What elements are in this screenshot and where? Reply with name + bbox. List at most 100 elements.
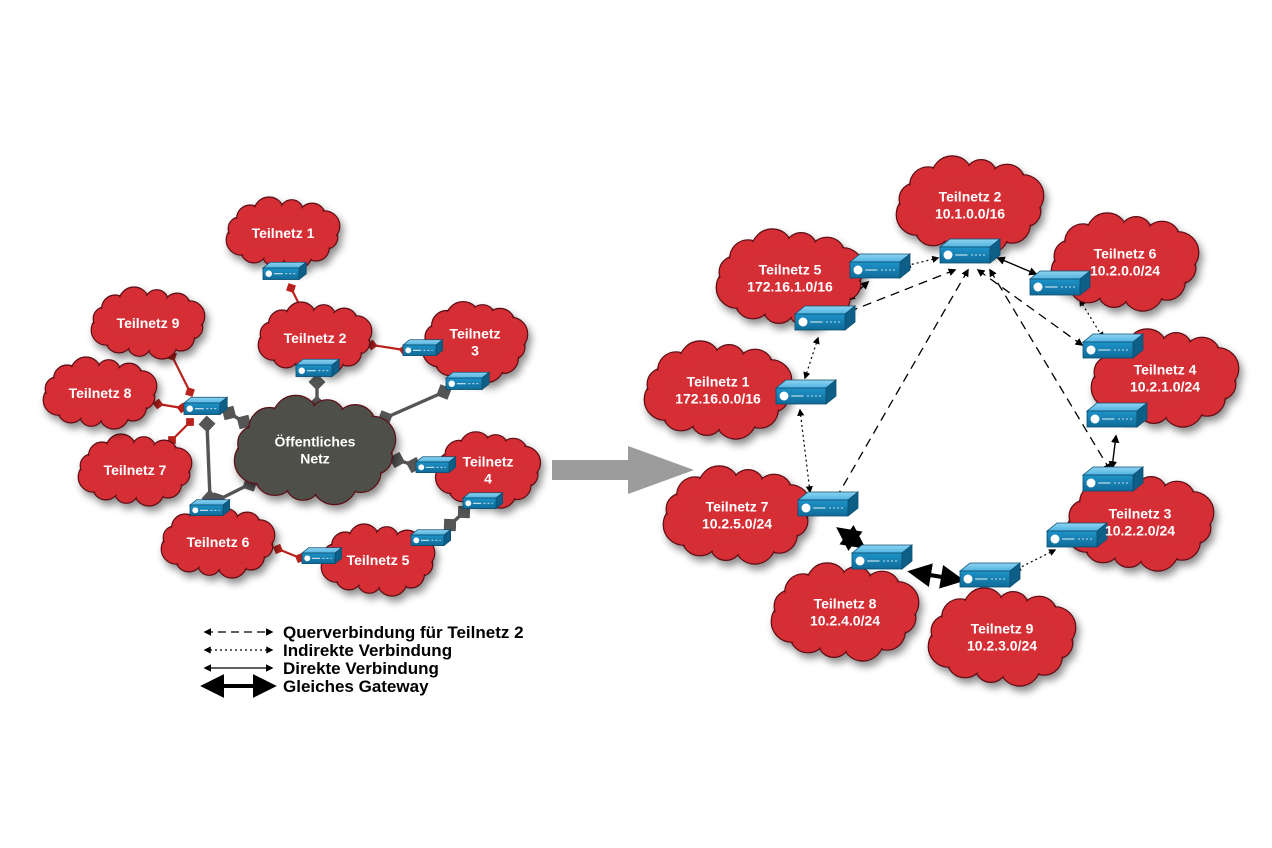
left-link-t6-public [210,476,258,508]
right-cloud-t9-label-line-2: 10.2.3.0/24 [967,638,1037,654]
right-link-t2-t5 [903,255,940,269]
gateway-layer [182,238,1149,588]
left-link-t7-gw [168,418,194,444]
left-link-t9-gw [167,351,195,397]
left-cloud-t7-label-line-1: Teilnetz 7 [104,462,167,478]
legend-label-dotted: Indirekte Verbindung [283,641,452,660]
left-cloud-t7 [77,433,193,507]
right-gw-t6 [1028,270,1092,296]
left-gw-t3b [444,371,491,391]
left-gw-hub [182,396,229,416]
right-cloud-t7-label-line-1: Teilnetz 7 [706,499,769,515]
legend-item-thin: Direkte Verbindung [203,659,439,678]
right-link-t1-t7 [797,408,813,494]
right-gw-t4b [1085,402,1149,428]
right-cloud-t2-label: Teilnetz 210.1.0.0/16 [935,189,1005,222]
right-link-t2-t3 [989,268,1111,472]
legend-item-thick: Gleiches Gateway [200,674,429,698]
right-gw-t8 [850,544,914,570]
left-link-gw-public [221,405,252,430]
left-cloud-t6-label-line-1: Teilnetz 6 [187,534,250,550]
right-cloud-t8-label-line-1: Teilnetz 8 [814,596,877,612]
right-cloud-t4-label: Teilnetz 410.2.1.0/24 [1130,362,1200,395]
left-gw-t5b [409,528,452,547]
legend-label-thick: Gleiches Gateway [283,677,429,696]
left-cloud-t8-label-line-1: Teilnetz 8 [69,385,132,401]
right-cloud-t7 [662,465,812,565]
left-cloud-t8 [42,356,158,430]
right-cloud-t3-label: Teilnetz 310.2.2.0/24 [1105,506,1175,539]
right-gw-t9 [958,562,1022,588]
left-link-gw-t6 [198,415,219,507]
connection-layer [152,255,1126,589]
left-cloud-t2-label: Teilnetz 2 [284,330,347,346]
left-cloud-t9-label: Teilnetz 9 [117,315,180,331]
right-cloud-t7-label: Teilnetz 710.2.5.0/24 [702,499,772,532]
left-cloud-t7-label: Teilnetz 7 [104,462,167,478]
right-cloud-t3-label-line-2: 10.2.2.0/24 [1105,523,1175,539]
left-cloud-t1-label: Teilnetz 1 [252,225,315,241]
left-cloud-public-net-label-line-1: Öffentliches [275,434,356,450]
cloud-layer [42,155,1240,687]
left-cloud-public-net [233,394,397,506]
right-cloud-t3-label-line-1: Teilnetz 3 [1109,506,1172,522]
right-gw-t2 [938,238,1002,264]
right-link-t2-t7 [834,268,969,502]
right-link-t4-t3 [1108,434,1120,470]
right-cloud-t7-label-line-2: 10.2.5.0/24 [702,516,772,532]
right-gw-t1 [774,379,838,405]
right-cloud-t5-label-line-2: 172.16.1.0/16 [747,279,833,295]
left-cloud-t5 [320,523,436,597]
left-cloud-public-net-label-line-2: Netz [300,451,330,467]
right-cloud-t2-label-line-1: Teilnetz 2 [939,189,1002,205]
right-cloud-t1-label-line-2: 172.16.0.0/16 [675,391,761,407]
left-gw-t4 [414,455,457,474]
right-gw-t4 [1081,333,1145,359]
right-cloud-t2 [895,155,1045,255]
left-cloud-t4-label-line-1: Teilnetz [462,454,513,470]
left-cloud-t1-label-line-1: Teilnetz 1 [252,225,315,241]
left-cloud-t2-label-line-1: Teilnetz 2 [284,330,347,346]
right-cloud-t9-label-line-1: Teilnetz 9 [971,621,1034,637]
left-gw-t4b [461,491,504,510]
left-gw-t3 [401,338,444,357]
legend-label-thin: Direkte Verbindung [283,659,439,678]
left-link-t2-t3 [366,339,410,356]
left-link-t4-public [388,451,423,474]
left-cloud-t3-label-line-2: 3 [471,343,479,359]
right-link-t7-t8 [836,525,866,551]
right-cloud-t5-label-line-1: Teilnetz 5 [759,262,822,278]
right-cloud-t9-label: Teilnetz 910.2.3.0/24 [967,621,1037,654]
left-cloud-t9 [90,286,206,360]
right-cloud-t8 [770,562,920,662]
left-gw-t1 [261,261,308,281]
right-link-t6-t4 [1079,298,1104,340]
right-cloud-t9 [927,587,1077,687]
right-cloud-t8-label: Teilnetz 810.2.4.0/24 [810,596,880,629]
right-gw-t3 [1081,466,1145,492]
left-gw-t6 [188,498,231,517]
left-cloud-t8-label: Teilnetz 8 [69,385,132,401]
right-gw-t5b [793,305,857,331]
right-gw-t7 [796,491,860,517]
left-link-t3-public [377,384,452,426]
right-cloud-t6-label: Teilnetz 610.2.0.0/24 [1090,246,1160,279]
left-gw-t2 [294,358,341,378]
left-cloud-t9-label-line-1: Teilnetz 9 [117,315,180,331]
right-cloud-t8-label-line-2: 10.2.4.0/24 [810,613,880,629]
right-gw-t3b [1045,522,1109,548]
left-cloud-t3-label-line-1: Teilnetz [449,326,500,342]
right-cloud-t4 [1090,328,1240,428]
right-cloud-t6-label-line-1: Teilnetz 6 [1094,246,1157,262]
right-link-t8-t9 [907,563,965,589]
left-cloud-t5-label: Teilnetz 5 [347,552,410,568]
right-link-t3-t9 [1013,549,1057,571]
left-gw-t5 [300,546,343,565]
left-link-t8-gw [152,398,188,414]
left-cloud-t5-label-line-1: Teilnetz 5 [347,552,410,568]
